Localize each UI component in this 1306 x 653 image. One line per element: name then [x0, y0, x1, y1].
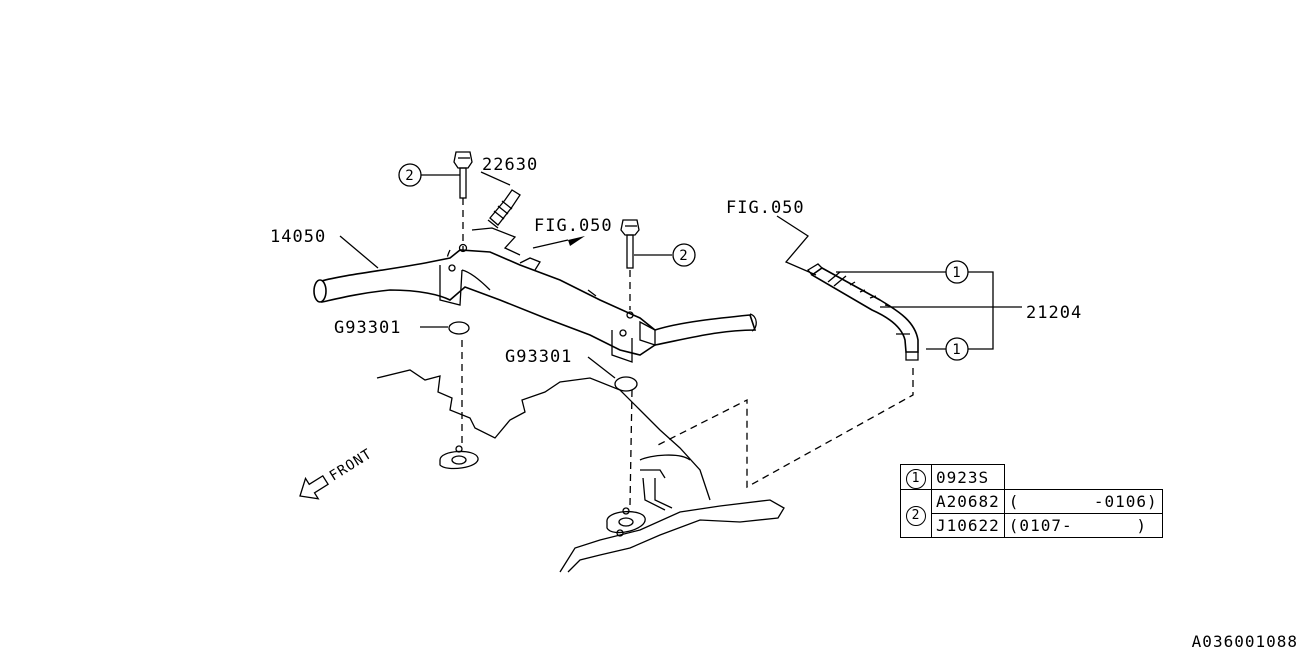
part-number: 0923S: [931, 464, 1005, 490]
ref-badge-2: 2: [906, 505, 926, 526]
ref-circle-1-bottom: 1: [945, 337, 969, 361]
ref-circle-2-right: 2: [672, 243, 696, 267]
svg-text:2: 2: [405, 168, 414, 184]
table-row: 2 A20682 ( -0106): [900, 489, 1163, 538]
svg-text:2: 2: [679, 248, 688, 264]
water-pipe-14050: [313, 243, 757, 363]
bolt-left: [453, 151, 473, 199]
table-row: 1 0923S: [900, 464, 1163, 490]
label-22630: 22630: [482, 155, 538, 175]
parts-table: 1 0923S 2 A20682 ( -0106) J10622 (0107- …: [900, 464, 1163, 538]
gasket-left: [448, 321, 470, 335]
part-number: J10622: [931, 513, 1005, 538]
date-range: ( -0106): [1003, 489, 1163, 514]
engine-block-outline: [376, 369, 711, 501]
leader-gasket-right: [587, 356, 616, 379]
label-21204: 21204: [1026, 303, 1082, 323]
ref-badge-1: 1: [906, 469, 926, 489]
lower-flange-right: [606, 507, 646, 537]
part-number: A20682: [931, 489, 1005, 514]
svg-text:1: 1: [952, 342, 961, 358]
engine-line-2: [639, 454, 691, 461]
label-14050: 14050: [270, 227, 326, 247]
ref-circle-2-left: 2: [398, 163, 422, 187]
label-fig050-right: FIG.050: [726, 198, 805, 218]
bracket-ref1: [968, 271, 994, 350]
label-g93301-right: G93301: [505, 347, 572, 367]
ref-circle-1-top: 1: [945, 260, 969, 284]
lower-pipe-branch: [640, 469, 673, 511]
svg-text:1: 1: [952, 265, 961, 281]
bolt-axis-right: [629, 270, 633, 506]
lower-pipe: [559, 499, 785, 573]
hose-21204: [807, 263, 919, 361]
label-g93301-left: G93301: [334, 318, 401, 338]
fig050-leader-right: [776, 215, 817, 276]
lower-flange-left: [439, 445, 479, 470]
label-fig050-left: FIG.050: [534, 216, 613, 236]
leader-22630: [480, 171, 511, 186]
svg-text:FRONT: FRONT: [327, 446, 375, 485]
date-range: (0107- ): [1003, 513, 1163, 538]
leader-14050: [339, 235, 379, 269]
table-row: J10622 (0107- ): [901, 513, 1163, 538]
sensor-22630: [471, 189, 521, 256]
gasket-right: [614, 376, 638, 392]
hose-route-dashed: [657, 368, 914, 489]
fig050-arrow: [568, 236, 585, 246]
diagram-code: A036001088: [1191, 632, 1298, 651]
front-direction-arrow: FRONT: [299, 446, 375, 500]
fig050-leader-left: [532, 239, 569, 249]
bolt-right: [620, 219, 640, 269]
